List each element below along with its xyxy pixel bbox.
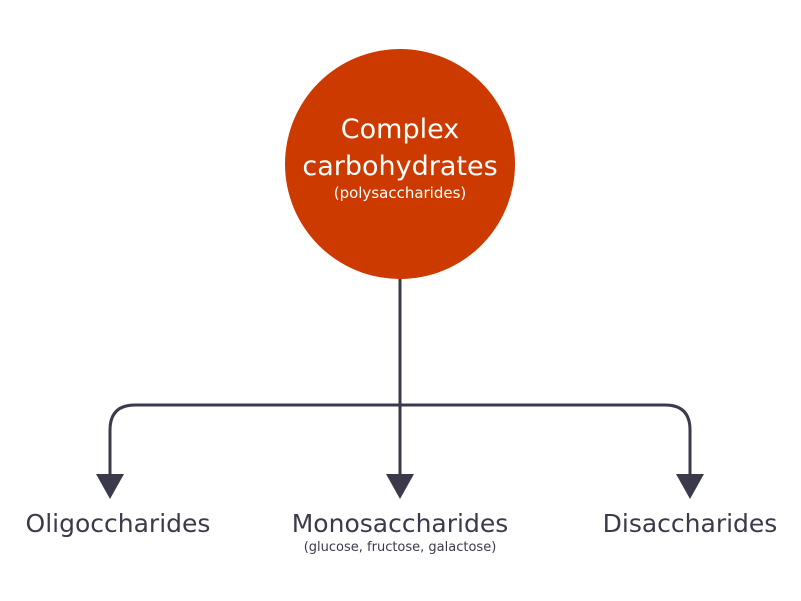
connector-group — [108, 275, 692, 477]
child-node-oligoccharides: Oligoccharides — [26, 509, 211, 538]
child-label-monosaccharides: Monosaccharides — [292, 509, 509, 538]
child-node-monosaccharides: Monosaccharides (glucose, fructose, gala… — [292, 509, 509, 555]
root-node: Complex carbohydrates (polysaccharides) — [285, 49, 515, 279]
root-title-line2: carbohydrates — [302, 151, 497, 182]
root-subtitle: (polysaccharides) — [334, 184, 467, 202]
root-circle — [285, 49, 515, 279]
child-sub-monosaccharides: (glucose, fructose, galactose) — [304, 540, 497, 555]
connector-branch-right — [400, 403, 692, 477]
arrowhead-group — [96, 474, 704, 499]
child-label-disaccharides: Disaccharides — [603, 509, 778, 538]
arrowhead-left — [96, 474, 124, 499]
child-label-oligoccharides: Oligoccharides — [26, 509, 211, 538]
arrowhead-right — [676, 474, 704, 499]
root-title-line1: Complex — [341, 114, 459, 145]
arrowhead-center — [386, 474, 414, 499]
connector-branch-left — [108, 403, 400, 477]
child-node-disaccharides: Disaccharides — [603, 509, 778, 538]
